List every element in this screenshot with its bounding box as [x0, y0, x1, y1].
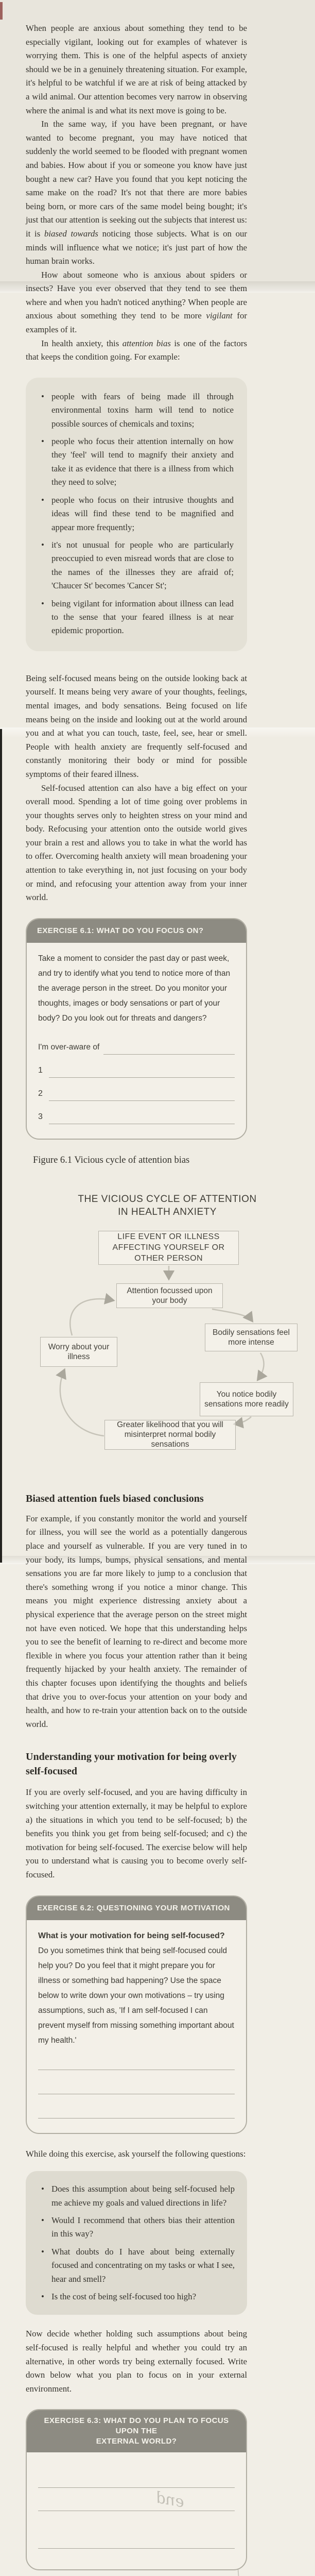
diagram-box-attention: Attention focussed upon your body — [116, 1283, 223, 1308]
body-paragraph: Self-focused attention can also have a b… — [26, 783, 247, 903]
cycle-arrows — [56, 1265, 268, 1437]
exercise-6-1-body: Take a moment to consider the past day o… — [27, 943, 246, 1139]
exercise-instructions: Do you sometimes think that being self-f… — [38, 1946, 234, 2045]
paragraph-text: for examples of it. — [26, 311, 248, 335]
body-paragraph: Being self-focused means being on the ou… — [26, 673, 247, 779]
row-number: 1 — [38, 1065, 43, 1075]
write-in-line — [38, 2487, 235, 2488]
write-in-line — [48, 1077, 235, 1078]
figure-caption: Figure 6.1 Vicious cycle of attention bi… — [33, 1155, 190, 1165]
body-paragraph: While doing this exercise, ask yourself … — [26, 2148, 246, 2159]
paragraph-text: is one of the factors that keeps the con… — [26, 338, 247, 362]
vicious-cycle-diagram: LIFE EVENT OR ILLNESS AFFECTING YOURSELF… — [31, 1227, 304, 1456]
exercise-6-2-box: EXERCISE 6.2: QUESTIONING YOUR MOTIVATIO… — [26, 1895, 247, 2134]
exercise-question: What is your motivation for being self-f… — [38, 1931, 225, 1940]
paragraph-text: In health anxiety, this — [41, 338, 122, 348]
list-item: it's not unusual for people who are part… — [38, 538, 234, 593]
write-in-line — [38, 2548, 235, 2549]
list-item: Is the cost of being self-focused too hi… — [38, 2290, 235, 2304]
diagram-box-misinterpret: Greater likelihood that you will misinte… — [104, 1419, 236, 1450]
write-in-line — [103, 1054, 235, 1055]
arrow-misinterpret-to-worry — [56, 1368, 104, 1437]
exercise-6-1-box: EXERCISE 6.1: WHAT DO YOU FOCUS ON? Take… — [26, 918, 247, 1140]
scan-seam — [0, 1556, 315, 1564]
self-check-questions-panel: Does this assumption about being self-fo… — [26, 2171, 247, 2315]
exercise-instructions: Take a moment to consider the past day o… — [38, 954, 231, 1023]
body-paragraph: In the same way, if you have been pregna… — [26, 117, 247, 268]
exercise-6-2-body: What is your motivation for being self-f… — [27, 1920, 246, 2133]
write-in-prompt-row: I'm over-aware of — [38, 1032, 235, 1055]
bleedthrough-handwriting: end — [154, 2488, 186, 2512]
attention-bias-examples-panel: people with fears of being made ill thro… — [26, 377, 247, 651]
list-item: being vigilant for information about ill… — [38, 597, 234, 638]
list-item: What doubts do I have about being extern… — [38, 2245, 235, 2286]
write-in-line — [48, 1100, 235, 1101]
body-paragraph: How about someone who is anxious about s… — [26, 268, 247, 337]
scan-edge-artifact — [0, 729, 2, 1563]
write-in-line — [38, 2117, 235, 2119]
paragraph-text: noticing those subjects. What is on our … — [26, 228, 247, 266]
write-in-numbered-row: 2 — [38, 1078, 235, 1101]
bullet-list: people with fears of being made ill thro… — [38, 390, 234, 638]
diagram-box-notice-sensations: You notice bodily sensations more readil… — [200, 1382, 293, 1416]
list-item: people who focus on their intrusive thou… — [38, 494, 234, 534]
arrow-attention-to-intense — [212, 1308, 254, 1323]
arrow-notice-to-misinterpret — [233, 1416, 252, 1429]
exercise-6-2-header: EXERCISE 6.2: QUESTIONING YOUR MOTIVATIO… — [27, 1896, 246, 1920]
question-list: Does this assumption about being self-fo… — [38, 2182, 235, 2304]
figure-title-line: THE VICIOUS CYCLE OF ATTENTION — [78, 1193, 257, 1205]
diagram-box-sensations-intense: Bodily sensations feel more intense — [205, 1323, 297, 1351]
diagram-box-worry: Worry about your illness — [40, 1336, 117, 1367]
italic-phrase: biased towards — [44, 228, 98, 239]
exercise-6-3-box: EXERCISE 6.3: WHAT DO YOU PLAN TO FOCUS … — [26, 2409, 247, 2571]
exercise-6-3-header: EXERCISE 6.3: WHAT DO YOU PLAN TO FOCUS … — [27, 2410, 246, 2453]
list-item: people with fears of being made ill thro… — [38, 390, 234, 431]
arrow-worry-to-attention — [69, 1293, 115, 1336]
list-item: people who focus their attention interna… — [38, 435, 234, 489]
list-item: Does this assumption about being self-fo… — [38, 2182, 235, 2210]
scan-seam — [0, 727, 315, 738]
italic-phrase: vigilant — [206, 311, 233, 321]
page-scan-upper-shade — [0, 0, 315, 293]
write-in-numbered-row: 3 — [38, 1101, 235, 1124]
exercise-6-1-header: EXERCISE 6.1: WHAT DO YOU FOCUS ON? — [27, 919, 246, 943]
diagram-box-life-event: LIFE EVENT OR ILLNESS AFFECTING YOURSELF… — [98, 1230, 239, 1265]
row-number: 2 — [38, 1089, 43, 1098]
exercise-6-3-body: end — [27, 2452, 246, 2569]
section-heading-biased-conclusions: Biased attention fuels biased conclusion… — [26, 1493, 204, 1504]
body-paragraph: When people are anxious about something … — [26, 23, 247, 115]
write-in-numbered-row: 1 — [38, 1055, 235, 1078]
body-paragraph: In health anxiety, this attention bias i… — [26, 337, 247, 364]
body-paragraph: Now decide whether holding such assumpti… — [26, 2329, 247, 2394]
figure-title-line: IN HEALTH ANXIETY — [118, 1206, 217, 1217]
exercise-header-line: EXTERNAL WORLD? — [96, 2437, 177, 2446]
body-paragraph: For example, if you constantly monitor t… — [26, 1513, 247, 1729]
prompt-label: I'm over-aware of — [38, 1042, 100, 1052]
list-item: Would I recommend that others bias their… — [38, 2214, 235, 2241]
italic-phrase: attention bias — [122, 338, 171, 348]
figure-title: THE VICIOUS CYCLE OF ATTENTION IN HEALTH… — [31, 1193, 304, 1218]
paragraph-text: How about someone who is anxious about s… — [26, 269, 247, 321]
paragraph-text: In the same way, if you have been pregna… — [26, 119, 247, 239]
arrow-intense-to-notice — [256, 1352, 268, 1381]
scan-edge-artifact — [0, 2, 3, 20]
exercise-header-line: EXERCISE 6.3: WHAT DO YOU PLAN TO FOCUS … — [44, 2416, 229, 2436]
section-heading-motivation: Understanding your motivation for being … — [26, 1751, 237, 1777]
body-paragraph: If you are overly self-focused, and you … — [26, 1787, 247, 1879]
row-number: 3 — [38, 1112, 43, 1121]
